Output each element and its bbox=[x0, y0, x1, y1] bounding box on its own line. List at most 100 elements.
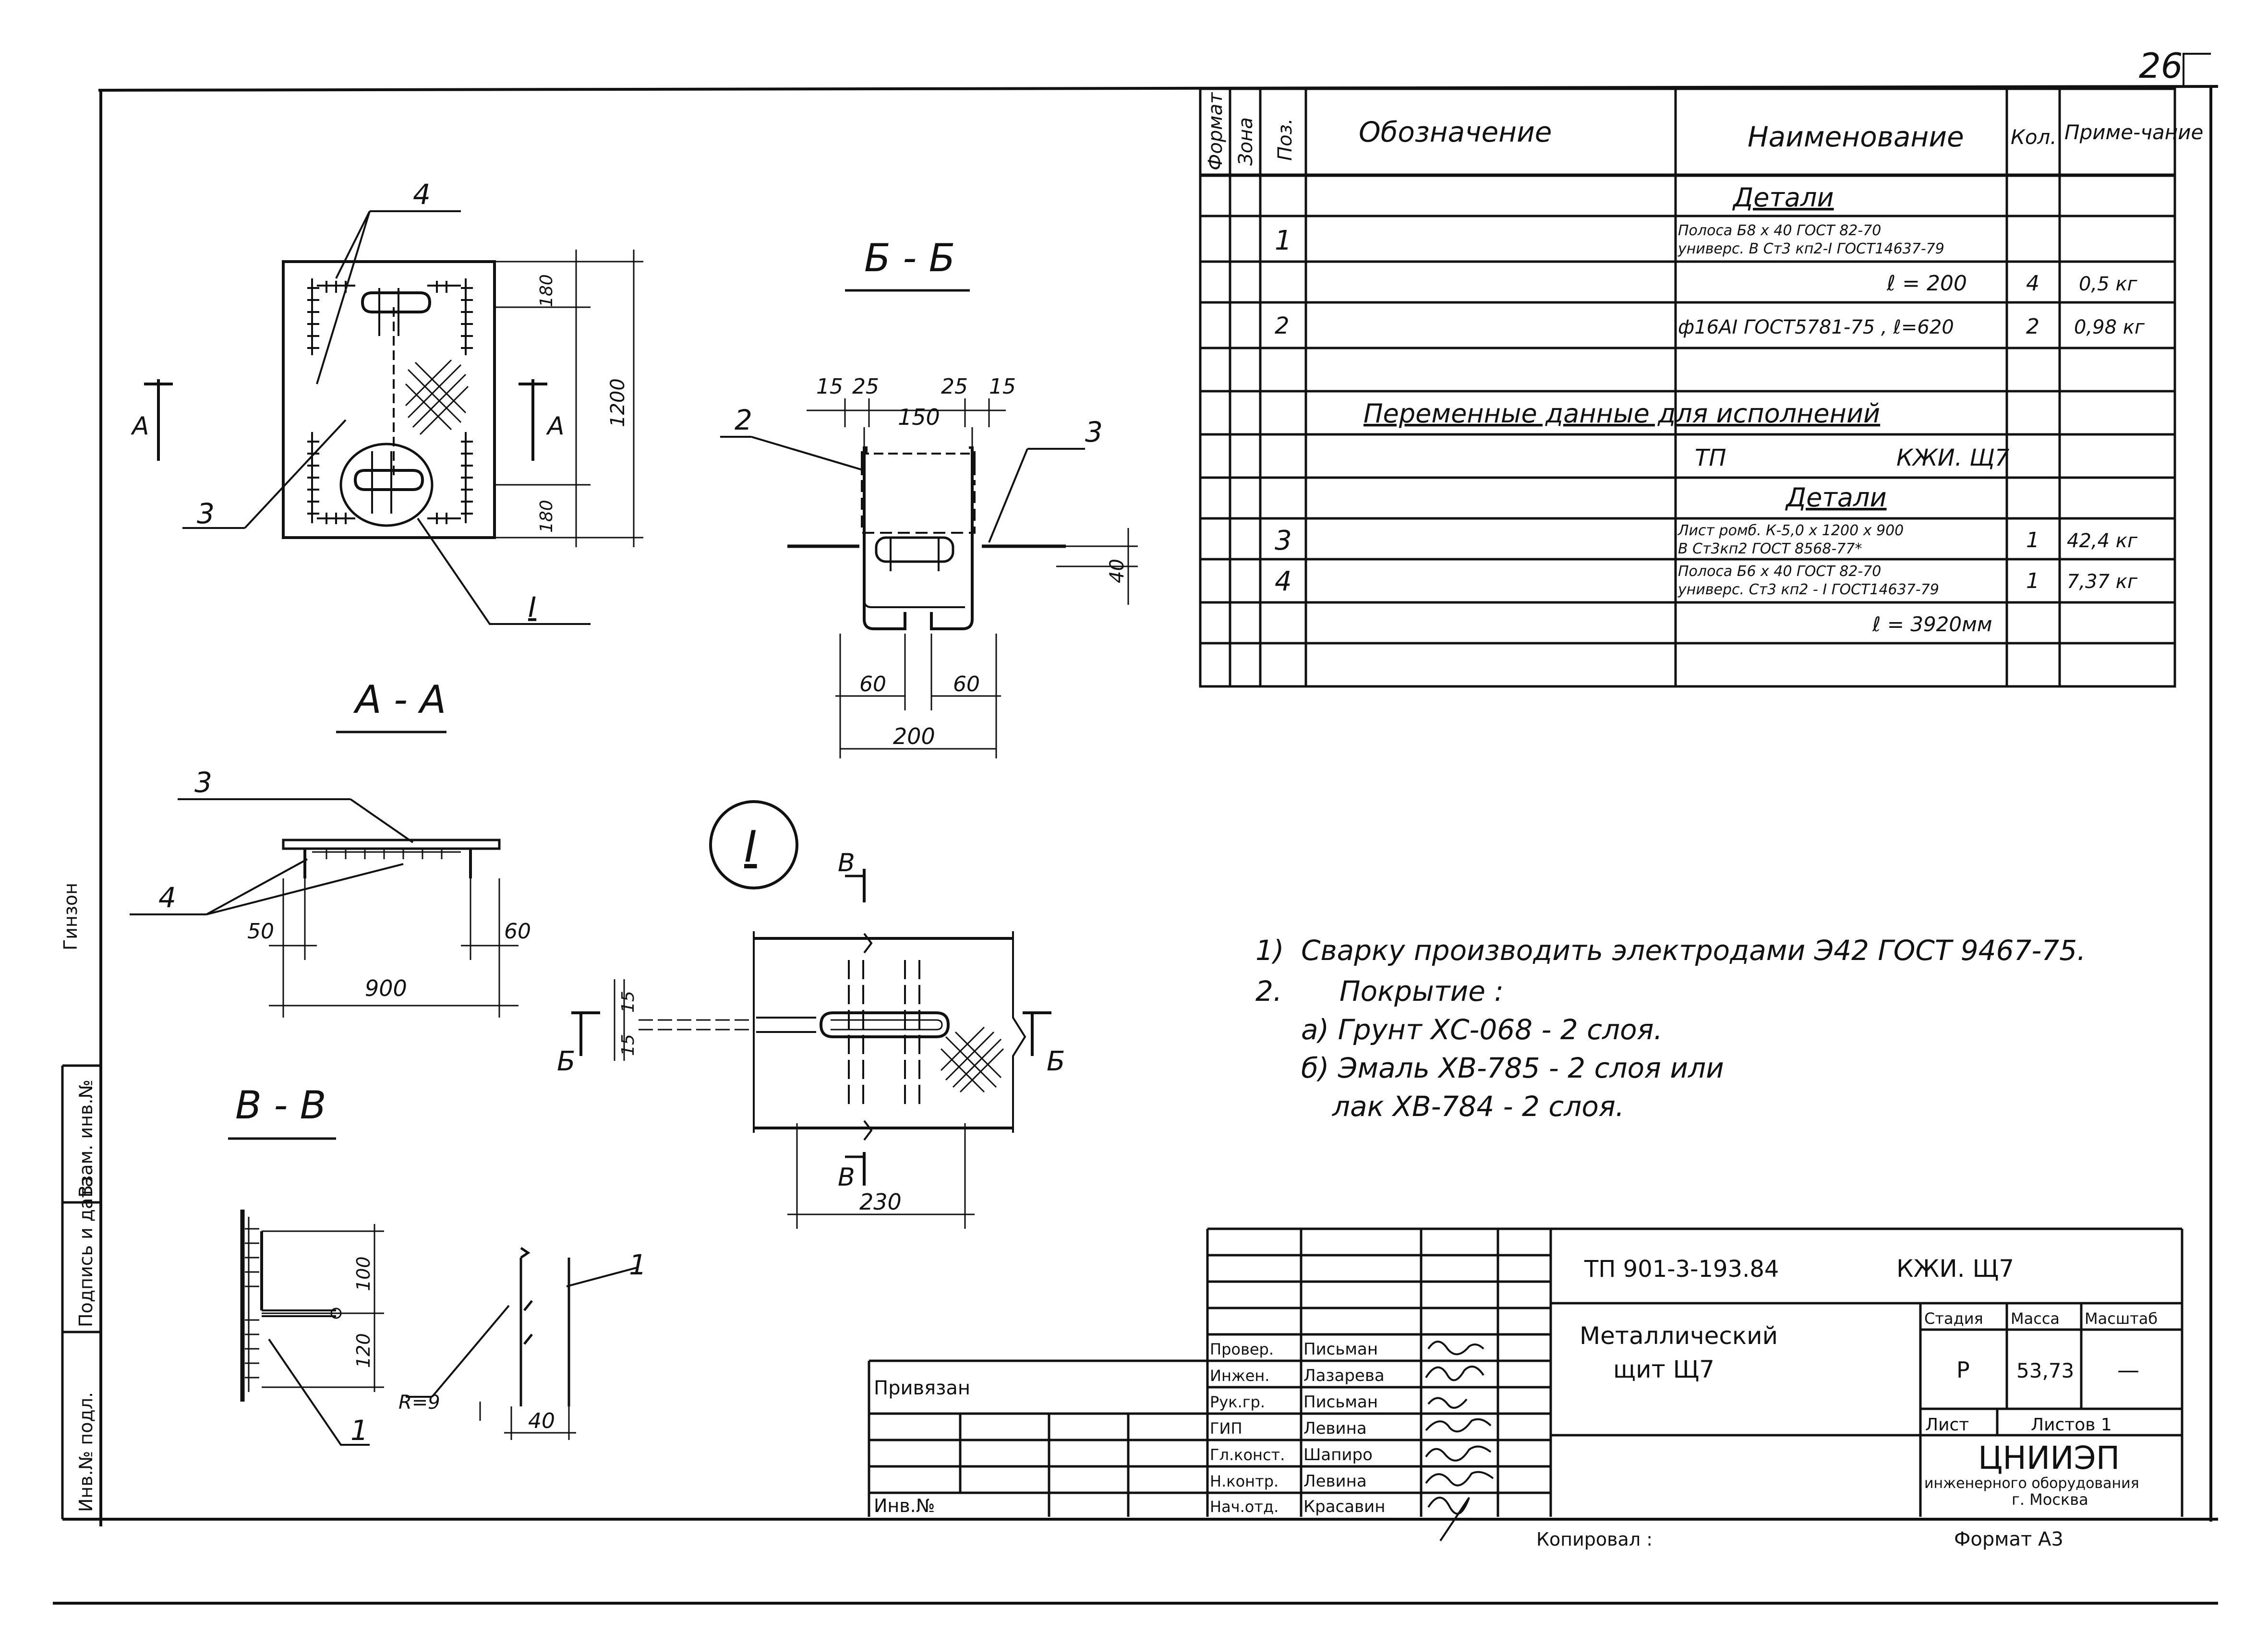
title-people: Письман Лазарева Письман Левина Шапиро Л… bbox=[1303, 1340, 1385, 1516]
spec-header-zone: Зона bbox=[1235, 117, 1257, 166]
title-sheet-label: Лист bbox=[1925, 1415, 1969, 1435]
note-2-text: Покрытие : bbox=[1339, 975, 1504, 1008]
title-mass-label: Масса bbox=[2011, 1309, 2060, 1328]
spec-row2-name: ф16АI ГОСТ5781-75 , ℓ=620 bbox=[1678, 316, 1954, 338]
note-2c: лак ХВ-784 - 2 слоя. bbox=[1332, 1090, 1624, 1123]
plan-dim-180-bottom: 180 bbox=[537, 500, 556, 533]
title-mass: 53,73 bbox=[2016, 1359, 2074, 1382]
spec-header-pos: Поз. bbox=[1274, 118, 1296, 161]
person-2: Письман bbox=[1303, 1392, 1378, 1412]
title-name-2: щит Щ7 bbox=[1613, 1356, 1714, 1383]
spec-row3-qty: 1 bbox=[2026, 528, 2039, 552]
spec-row1-name-2: универс. В Ст3 кп2-I ГОСТ14637-79 bbox=[1677, 240, 1944, 257]
spec-row3-name-1: Лист ромб. К-5,0 х 1200 х 900 bbox=[1677, 522, 1904, 539]
margin-cut-text: Гинзон bbox=[60, 883, 81, 950]
note-2a: а) Грунт ХС-068 - 2 слоя. bbox=[1301, 1013, 1663, 1046]
spec-tp-code: КЖИ. Щ7 bbox=[1896, 444, 2010, 471]
spec-row2-note: 0,98 кг bbox=[2074, 316, 2145, 338]
spec-row4-length: ℓ = 3920мм bbox=[1872, 612, 1992, 636]
bb-leader-2: 2 bbox=[735, 404, 752, 436]
bb-dim-60-right: 60 bbox=[953, 672, 980, 696]
node-I-drawing bbox=[571, 869, 1051, 1229]
node-cut-V-top: В bbox=[838, 849, 855, 877]
spec-row4-name-2: универс. Ст3 кп2 - I ГОСТ14637-79 bbox=[1677, 581, 1939, 598]
margin-podpis: Подпись и дата bbox=[75, 1176, 97, 1327]
spec-row2-qty: 2 bbox=[2026, 314, 2039, 339]
general-notes: 1) Сварку производить электродами Э42 ГО… bbox=[1255, 934, 2086, 1123]
title-org-1: ЦНИИЭП bbox=[1978, 1440, 2120, 1476]
vv-dim-100: 100 bbox=[353, 1256, 374, 1291]
title-stage: Р bbox=[1956, 1357, 1970, 1383]
aa-dim-900: 900 bbox=[365, 975, 407, 1001]
section-vv-drawing bbox=[240, 1210, 639, 1446]
role-0: Провер. bbox=[1210, 1340, 1274, 1358]
title-name-1: Металлический bbox=[1580, 1322, 1778, 1350]
node-I-label: I bbox=[744, 822, 757, 872]
bb-dim-150: 150 bbox=[898, 404, 940, 430]
spec-header-qty: Кол. bbox=[2011, 125, 2057, 149]
person-3: Левина bbox=[1303, 1419, 1367, 1438]
vv-r9: R=9 bbox=[398, 1392, 440, 1414]
plan-cut-A-left: А bbox=[131, 412, 149, 441]
title-sheets-label: Листов 1 bbox=[2031, 1415, 2112, 1435]
bb-dim-15-right: 15 bbox=[989, 374, 1016, 399]
title-privyazan: Привязан bbox=[874, 1377, 970, 1399]
note-2b: б) Эмаль ХВ-785 - 2 слоя или bbox=[1301, 1052, 1724, 1084]
spec-table-grid bbox=[1199, 87, 2176, 688]
signatures bbox=[1425, 1341, 1494, 1542]
section-bb-title: Б - Б bbox=[864, 236, 955, 280]
bb-dim-60-left: 60 bbox=[859, 672, 886, 696]
title-block-grid bbox=[868, 1227, 2184, 1517]
title-roles: Провер. Инжен. Рук.гр. ГИП Гл.конст. Н.к… bbox=[1210, 1340, 1285, 1516]
title-doc-code: ТП 901-3-193.84 bbox=[1584, 1256, 1779, 1283]
spec-row3-note: 42,4 кг bbox=[2067, 530, 2138, 552]
bb-dim-25-right: 25 bbox=[941, 374, 968, 399]
spec-tp-label: ТП bbox=[1695, 444, 1726, 471]
person-4: Шапиро bbox=[1303, 1445, 1373, 1464]
person-1: Лазарева bbox=[1303, 1366, 1385, 1385]
note-1-number: 1) bbox=[1255, 934, 1284, 967]
plan-dim-1200: 1200 bbox=[607, 378, 629, 427]
plan-dim-180-top: 180 bbox=[537, 274, 556, 307]
person-5: Левина bbox=[1303, 1472, 1367, 1491]
spec-pos-1: 1 bbox=[1275, 225, 1292, 256]
spec-row4-name-1: Полоса Б6 х 40 ГОСТ 82-70 bbox=[1678, 563, 1881, 580]
margin-inv-podl: Инв.№ подл. bbox=[75, 1392, 97, 1512]
spec-row3-name-2: В Ст3кп2 ГОСТ 8568-77* bbox=[1678, 540, 1862, 557]
spec-header-format: Формат bbox=[1205, 92, 1227, 170]
note-1-text: Сварку производить электродами Э42 ГОСТ … bbox=[1301, 934, 2086, 967]
aa-leader-3: 3 bbox=[194, 766, 212, 799]
aa-dim-50: 50 bbox=[247, 919, 274, 944]
spec-row1-qty: 4 bbox=[2026, 271, 2039, 296]
title-inv-no: Инв.№ bbox=[874, 1495, 935, 1516]
role-3: ГИП bbox=[1210, 1419, 1243, 1438]
title-org-2: инженерного оборудования bbox=[1924, 1475, 2139, 1492]
node-cut-V-bottom: В bbox=[838, 1163, 855, 1192]
spec-row4-qty: 1 bbox=[2026, 569, 2039, 593]
bb-leader-3: 3 bbox=[1085, 416, 1103, 448]
section-vv-title: В - В bbox=[235, 1083, 326, 1128]
vv-dim-40: 40 bbox=[528, 1409, 555, 1433]
sheet-frame bbox=[53, 53, 2219, 1605]
node-dim-230: 230 bbox=[859, 1189, 902, 1215]
title-stage-label: Стадия bbox=[1924, 1309, 1983, 1328]
role-1: Инжен. bbox=[1210, 1367, 1269, 1385]
note-2-number: 2. bbox=[1255, 975, 1282, 1008]
vv-dim-120: 120 bbox=[353, 1333, 374, 1368]
plan-view bbox=[144, 210, 643, 625]
role-6: Нач.отд. bbox=[1210, 1498, 1279, 1516]
title-format: Формат А3 bbox=[1954, 1528, 2063, 1550]
spec-pos-3: 3 bbox=[1275, 525, 1292, 556]
title-kopiroval: Копировал : bbox=[1536, 1529, 1653, 1550]
plan-cut-A-right: А bbox=[546, 412, 565, 441]
node-I-circle bbox=[709, 800, 798, 889]
spec-header-designation: Обозначение bbox=[1359, 116, 1552, 148]
margin-vzam: Взам. инв.№ bbox=[75, 1080, 97, 1198]
spec-row4-note: 7,37 кг bbox=[2067, 571, 2138, 593]
bb-dim-25-left: 25 bbox=[852, 374, 879, 399]
node-dim-15-top: 15 bbox=[618, 991, 638, 1013]
plan-node-ref-I: I bbox=[528, 591, 536, 624]
spec-header-note: Приме-чание bbox=[2064, 120, 2203, 144]
spec-row1-note: 0,5 кг bbox=[2079, 273, 2137, 295]
